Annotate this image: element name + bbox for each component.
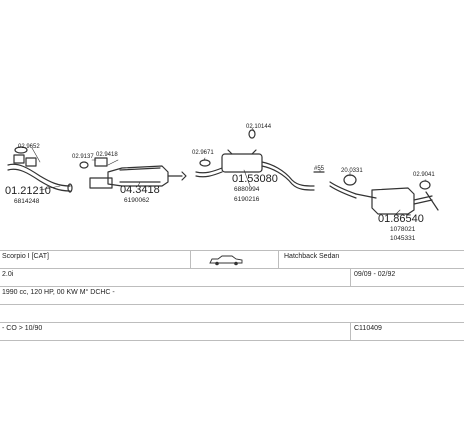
part-code: 1078021 (390, 226, 416, 233)
part-code: 1045331 (390, 235, 416, 242)
rear-muffler-drawing (355, 187, 439, 215)
part-code: 01.21210 (5, 185, 51, 197)
part-code: 6190216 (234, 196, 260, 203)
info-row-blank (0, 305, 464, 323)
info-row-validity: - CO > 10/90 C110409 (0, 323, 464, 341)
mid-pipe-drawing (313, 171, 357, 199)
column-divider (190, 251, 191, 268)
engine-type: 2.0i (2, 271, 14, 278)
reference-code: C110409 (354, 325, 382, 332)
part-code: 02.10144 (246, 124, 272, 130)
body-type: Hatchback Sedan (284, 253, 340, 260)
info-row-model: Scorpio I [CAT] Hatchback Sedan (0, 250, 464, 269)
part-code: 20.0331 (341, 168, 363, 174)
info-row-specs: 1990 cc, 120 HP, 00 KW M° DCHC - (0, 287, 464, 305)
leader-lines (31, 127, 427, 215)
part-code: 04.3418 (120, 184, 160, 196)
car-silhouette-icon (208, 253, 244, 271)
date-range: 09/09 - 02/92 (354, 271, 396, 278)
part-code: 02.9137 (72, 154, 94, 160)
model-name: Scorpio I [CAT] (2, 253, 49, 260)
part-code: 02.9418 (96, 152, 118, 158)
part-code: #55 (314, 166, 325, 172)
part-code: 6880994 (234, 186, 260, 193)
part-code: 02.9041 (413, 172, 435, 178)
center-muffler-drawing (195, 149, 315, 191)
part-code: 02.9652 (18, 144, 40, 150)
part-code: 6814248 (14, 198, 40, 205)
catalyst-drawing (89, 165, 187, 189)
column-divider (278, 251, 279, 268)
exhaust-system-diagram: 02.9652 01.21210 6814248 02.9137 02.9418… (5, 124, 439, 242)
part-code: 01.53080 (232, 173, 278, 185)
exhaust-diagram-svg: 02.9652 01.21210 6814248 02.9137 02.9418… (5, 124, 439, 242)
part-code: 02.9671 (192, 150, 214, 156)
column-divider (350, 269, 351, 286)
front-pipe-drawing (7, 154, 73, 193)
engine-specs: 1990 cc, 120 HP, 00 KW M° DCHC - (2, 289, 115, 296)
info-row-engine: 2.0i 09/09 - 02/92 (0, 269, 464, 287)
validity-note: - CO > 10/90 (2, 325, 43, 332)
vehicle-info-table: Scorpio I [CAT] Hatchback Sedan 2.0i 09/… (0, 250, 464, 341)
part-code: 6190062 (124, 197, 150, 204)
part-code: 01.86540 (378, 213, 424, 225)
column-divider (350, 323, 351, 340)
